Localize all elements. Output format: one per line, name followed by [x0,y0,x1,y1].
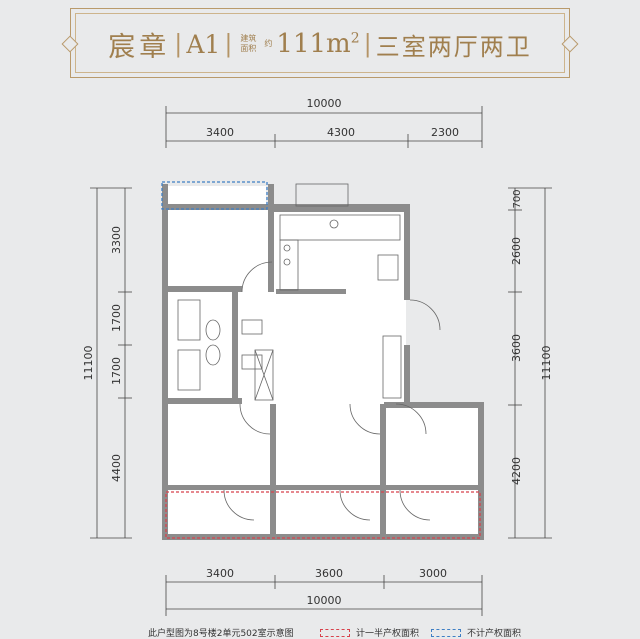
fridge [377,254,399,281]
top-seg-label: 3400 [206,126,234,139]
sink-cabinet [177,349,201,391]
wall-bath-right [232,292,238,398]
right-seg-label: 2600 [510,237,523,265]
legend-swatch-blue [431,628,461,637]
dimension-labels: 10000 3400 4300 2300 3400 3600 3000 1000… [82,97,553,607]
wall-right-upper [404,204,410,300]
stove [279,239,299,291]
wall-right-mid [404,345,410,405]
top-total-label: 10000 [307,97,342,110]
left-seg-label: 3300 [110,226,123,254]
left-seg-label: 4400 [110,454,123,482]
wall-bedroom-divider [380,404,386,538]
toilet [205,319,221,341]
door-swing [339,489,371,521]
utility-balcony [295,183,349,207]
area-tag-line-1: 建筑 [240,34,257,43]
wall-bath-bottom [162,398,242,404]
wall-bedroom-bottom [162,286,242,292]
title-banner: 宸章 | A1 | 建筑 面积 约 111m2 | 三室两厅两卫 [61,8,579,78]
wall-kitchen-top [270,204,410,212]
bottom-seg-label: 3600 [315,567,343,580]
door-swing [223,489,255,521]
kitchen-counter-top [279,214,401,241]
balcony-floor [166,186,266,208]
dimension-lines [90,106,552,616]
kitchen-counter [276,289,346,294]
wall-right-lower [478,402,484,540]
area-tag: 建筑 面积 [240,34,256,54]
unit-area: 111m2 [276,29,359,59]
title-row: 宸章 | A1 | 建筑 面积 约 111m2 | 三室两厅两卫 [70,24,570,64]
bottom-total-label: 10000 [307,594,342,607]
wall-bedroom-kitchen [268,184,274,292]
door-swing [241,261,273,293]
legend-no-area: 不计产权面积 [431,626,521,639]
top-seg-label: 4300 [327,126,355,139]
bottom-seg-label: 3000 [419,567,447,580]
wall-bedroom-divider [270,404,276,538]
title-separator: | [224,30,233,58]
wall-bottom [162,534,484,540]
door-swing [399,489,431,521]
legend-half-area: 计一半产权面积 [320,626,419,639]
shaft-cabinet [254,349,274,401]
door-swing [349,403,381,435]
floor-fill [385,404,481,538]
area-tag-line-2: 面积 [240,44,257,53]
unit-code: A1 [186,29,221,59]
project-name: 宸章 [108,31,171,63]
wall-window-line [166,485,482,490]
title-separator: | [174,30,183,58]
washbasin [241,354,263,370]
wall-bedroom3-top [384,402,484,408]
washbasin [241,319,263,335]
legend-half-label: 计一半产权面积 [356,629,420,639]
half-area-region [165,491,481,539]
top-seg-label: 2300 [431,126,459,139]
legend-swatch-red [320,628,350,637]
kitchen-sink [329,219,339,229]
left-seg-label: 1700 [110,304,123,332]
right-total-label: 11100 [540,346,553,381]
sink-cabinet [177,299,201,341]
legend-none-label: 不计产权面积 [467,629,522,639]
fixtures [177,183,441,521]
floor-fill [276,208,406,404]
title-separator: | [363,30,372,58]
left-seg-label: 1700 [110,357,123,385]
right-seg-label: 3600 [510,334,523,362]
area-approx-tag: 约 [264,39,273,48]
door-swing [395,403,427,435]
wall-left [162,184,168,540]
no-area-region [161,181,268,210]
plan-caption: 此户型图为8号楼2单元502室示意图 [148,629,294,639]
left-total-label: 11100 [82,346,95,381]
walls [162,184,484,540]
tv-cabinet [382,335,402,399]
wall-top-bedroom [162,204,274,210]
area-value: 111m [276,29,351,59]
shaft-cross [254,349,274,401]
burner [283,244,291,252]
door-swing [239,403,271,435]
area-unit-exponent: 2 [350,30,360,47]
door-swing [409,299,441,331]
toilet [205,344,221,366]
burner [283,258,291,266]
room-type: 三室两厅两卫 [375,32,532,61]
right-seg-label: 700 [512,189,523,208]
bottom-seg-label: 3400 [206,567,234,580]
right-seg-label: 4200 [510,457,523,485]
